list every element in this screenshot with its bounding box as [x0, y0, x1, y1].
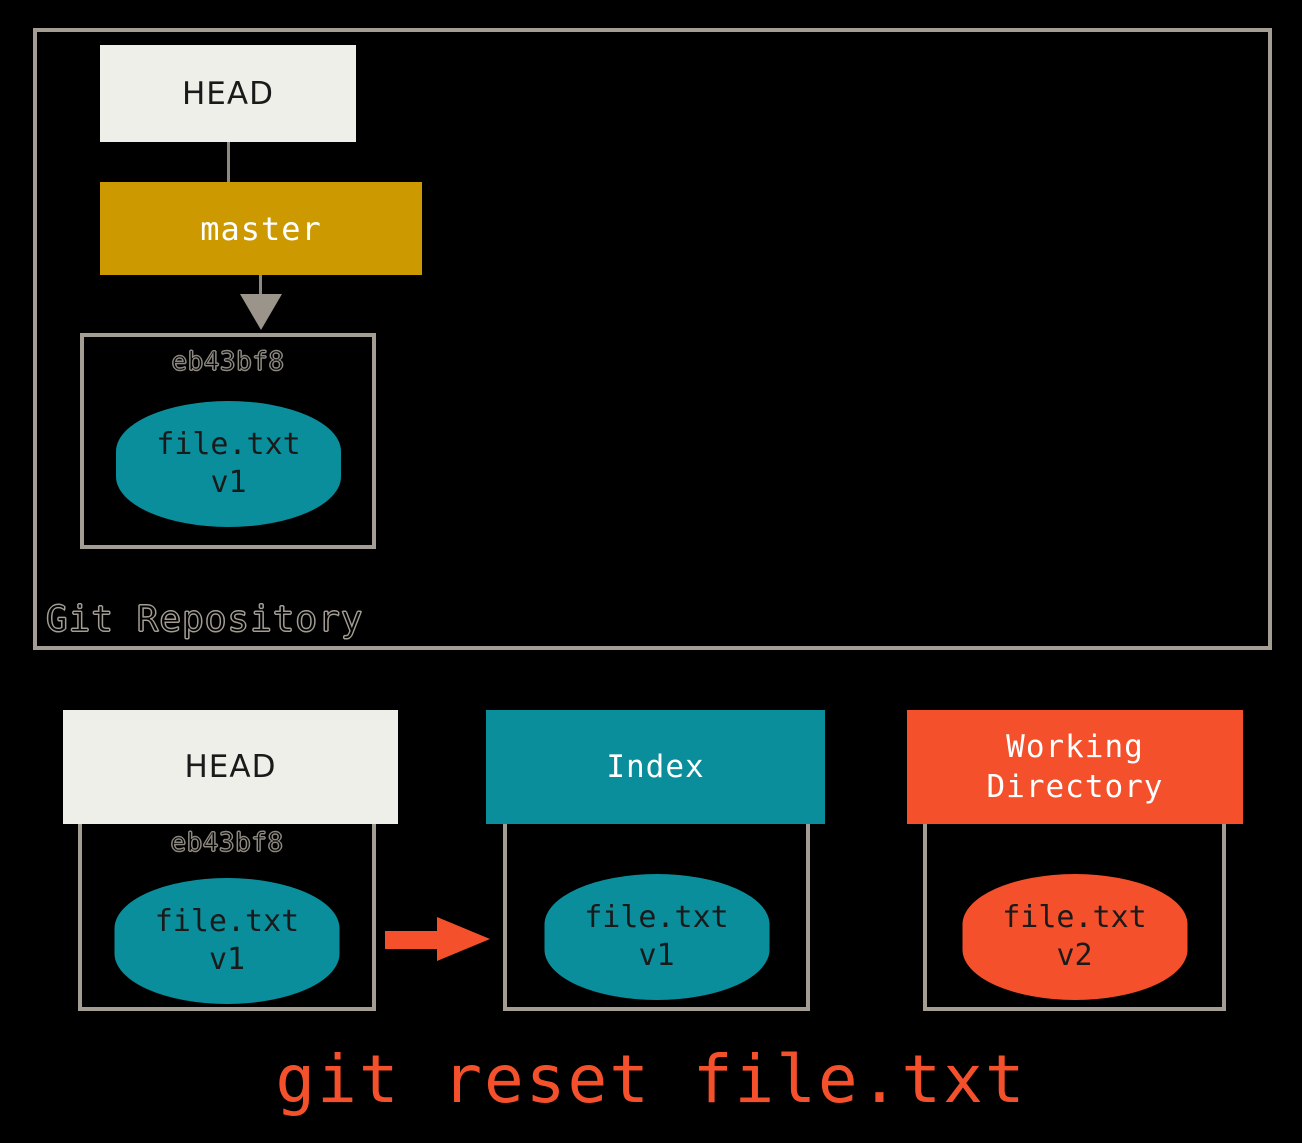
column-working-directory-blob-version: v2: [1056, 938, 1093, 973]
column-body-working-directory: file.txt v2: [923, 824, 1226, 1011]
column-body-head: eb43bf8 file.txt v1: [78, 824, 376, 1011]
column-head-blob: file.txt v1: [114, 878, 340, 1004]
repo-branch-box-master: master: [100, 182, 422, 275]
column-head-commit-hash: eb43bf8: [170, 828, 284, 859]
diagram-caption: git reset file.txt: [275, 1041, 1027, 1118]
arrow-tip: [437, 917, 490, 961]
connector-head-to-master: [227, 142, 230, 182]
column-header-working-directory-line1: Working: [1006, 729, 1144, 765]
repo-commit-blob: file.txt v1: [116, 401, 341, 527]
column-header-head: HEAD: [63, 710, 398, 824]
repo-head-ref-box: HEAD: [100, 45, 356, 142]
column-body-index: file.txt v1: [503, 824, 810, 1011]
arrow-down-icon: [240, 294, 282, 330]
git-repository-label: Git Repository: [45, 599, 364, 640]
column-header-index: Index: [486, 710, 825, 824]
arrow-shaft: [385, 931, 443, 949]
column-index-blob-filename: file.txt: [584, 900, 729, 935]
repo-head-ref-label: HEAD: [182, 75, 274, 112]
column-header-index-label: Index: [606, 749, 705, 785]
repo-branch-label: master: [200, 209, 322, 248]
column-header-working-directory-label: Working Directory: [987, 727, 1164, 807]
column-head-blob-version: v1: [208, 942, 246, 977]
repo-commit-blob-filename: file.txt: [156, 427, 301, 462]
git-repository-frame: [33, 28, 1272, 650]
column-index-blob: file.txt v1: [544, 874, 769, 1000]
repo-commit-box: eb43bf8 file.txt v1: [80, 333, 376, 549]
column-working-directory-blob-filename: file.txt: [1002, 900, 1147, 935]
arrow-right-icon: [385, 917, 490, 961]
column-index-blob-version: v1: [638, 938, 675, 973]
column-header-working-directory-line2: Directory: [986, 769, 1164, 805]
repo-commit-blob-version: v1: [210, 465, 247, 500]
column-head-blob-filename: file.txt: [154, 904, 300, 939]
column-working-directory-blob: file.txt v2: [962, 874, 1187, 1000]
column-header-working-directory: Working Directory: [907, 710, 1243, 824]
column-header-head-label: HEAD: [184, 749, 277, 785]
repo-commit-hash: eb43bf8: [171, 347, 285, 378]
